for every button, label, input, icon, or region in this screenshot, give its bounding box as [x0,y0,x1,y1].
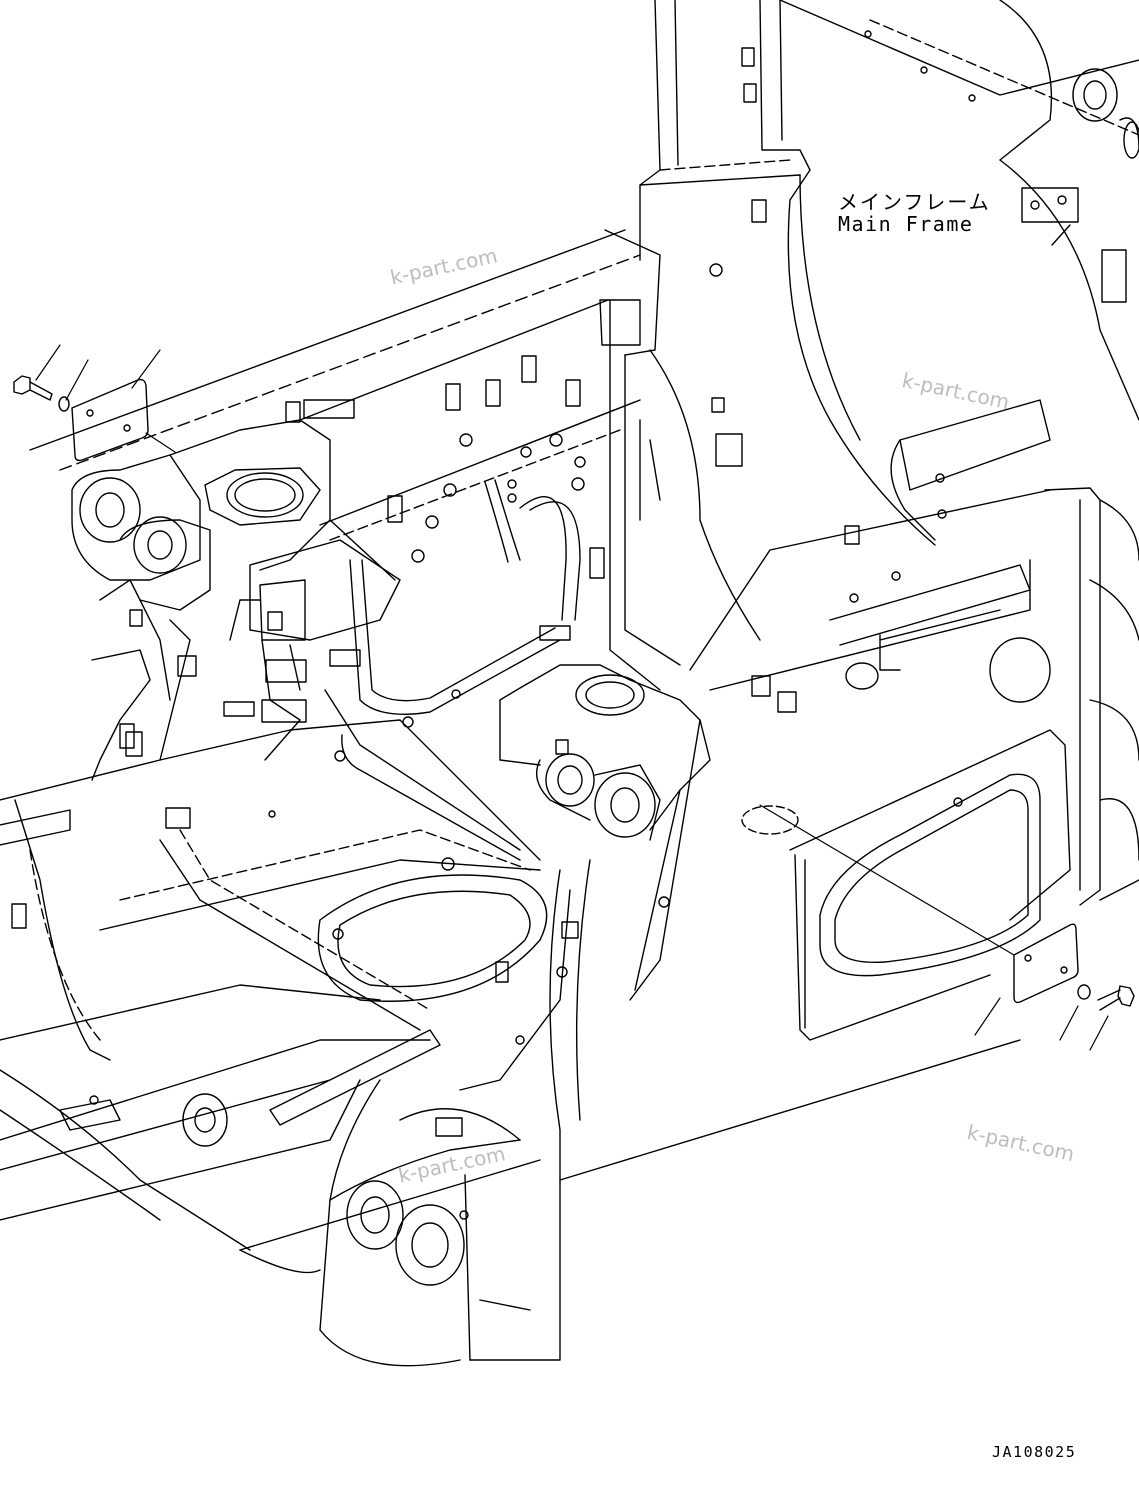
fittings [90,31,975,1219]
upper-beam [30,230,660,578]
cover-plate-right [1014,924,1078,1002]
leader-lines-right [760,805,1108,1050]
right-side-plate [742,400,1139,1040]
leader-lines-left [36,345,175,452]
cover-plate-left [72,380,148,461]
washer-left [59,397,69,411]
drawing-code: JA108025 [992,1443,1077,1461]
upper-column [640,0,810,260]
lower-beam [240,1030,1020,1273]
washer-right [1078,985,1090,999]
upper-right-structure [780,0,1139,545]
center-piping [262,480,580,860]
bolt-left [14,376,52,400]
part-name-jp: メインフレーム [838,190,991,214]
center-opening [160,830,547,1030]
right-column [610,300,760,690]
left-crossmember [72,400,400,640]
middle-beam [690,490,1050,712]
front-frame [320,665,710,1366]
part-name-en: Main Frame [838,212,974,236]
bolt-right [1098,986,1134,1010]
left-side-rail [0,580,540,1250]
